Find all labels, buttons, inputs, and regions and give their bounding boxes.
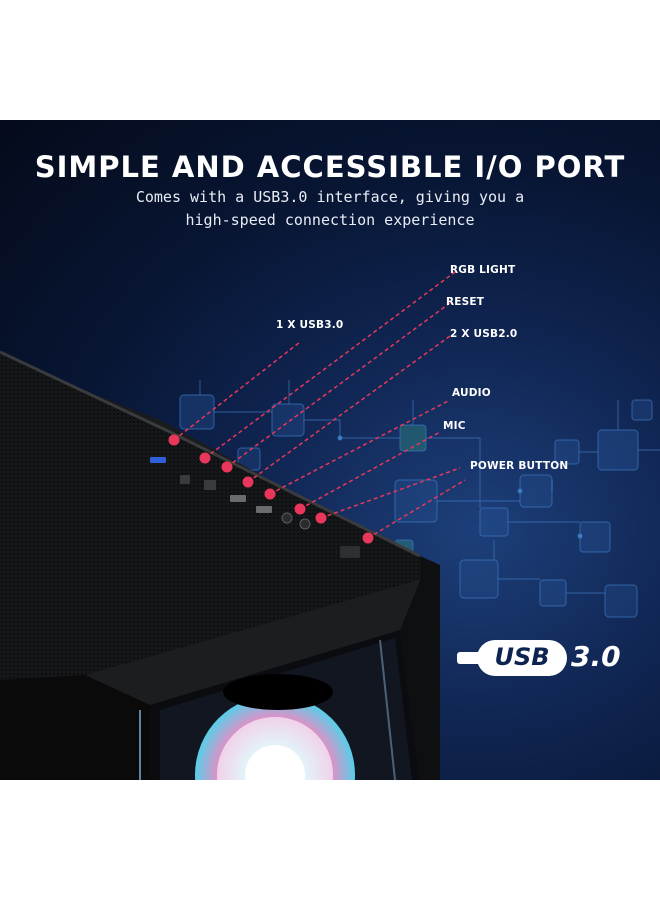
rgb-button-icon bbox=[180, 475, 190, 484]
callout-dots bbox=[168, 434, 374, 544]
usb3-port-icon bbox=[150, 457, 166, 463]
product-banner: SIMPLE AND ACCESSIBLE I/O PORT Comes wit… bbox=[0, 120, 660, 780]
label-rgb-light: RGB LIGHT bbox=[450, 264, 516, 276]
label-reset: RESET bbox=[446, 296, 485, 308]
label-usb2: 2 X USB2.0 bbox=[450, 328, 518, 340]
callout-dot bbox=[221, 461, 233, 473]
callout-dot bbox=[362, 532, 374, 544]
callout-dot bbox=[199, 452, 211, 464]
pc-case bbox=[0, 350, 440, 780]
reset-button-icon bbox=[204, 480, 216, 490]
power-button-icon bbox=[340, 546, 360, 558]
usb-logo-version: 3.0 bbox=[571, 640, 621, 673]
callout-dot bbox=[315, 512, 327, 524]
callout-dot bbox=[264, 488, 276, 500]
usb2-port-icon bbox=[256, 506, 272, 513]
banner-subtitle-line2: high-speed connection experience bbox=[185, 211, 475, 229]
mic-jack-icon bbox=[299, 518, 311, 530]
circuit-decoration bbox=[179, 380, 660, 618]
label-audio: AUDIO bbox=[452, 387, 491, 399]
usb3-logo: USB 3.0 bbox=[455, 640, 645, 680]
banner-subtitle-line1: Comes with a USB3.0 interface, giving yo… bbox=[135, 188, 525, 206]
usb-logo-pill: USB bbox=[477, 640, 567, 676]
callout-lines bbox=[173, 271, 466, 539]
usb-logo-text: USB bbox=[494, 643, 550, 671]
audio-jack-icon bbox=[281, 512, 293, 524]
usb2-port-icon bbox=[230, 495, 246, 502]
banner-artwork bbox=[0, 271, 660, 780]
usb-plug-icon bbox=[457, 652, 481, 664]
callout-dot bbox=[168, 434, 180, 446]
label-power-button: POWER BUTTON bbox=[470, 460, 569, 472]
callout-dot bbox=[242, 476, 254, 488]
io-panel bbox=[150, 457, 360, 558]
callout-dot bbox=[294, 503, 306, 515]
banner-title: SIMPLE AND ACCESSIBLE I/O PORT bbox=[34, 150, 626, 184]
label-mic: MIC bbox=[443, 420, 466, 432]
label-usb3: 1 X USB3.0 bbox=[276, 319, 344, 331]
